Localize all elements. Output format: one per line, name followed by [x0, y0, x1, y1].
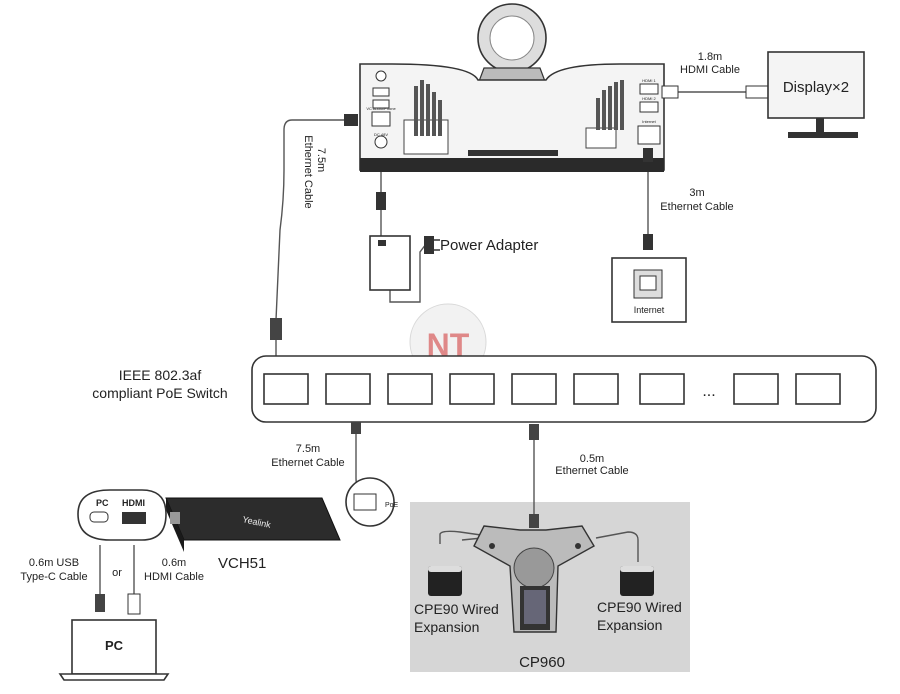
switch-port-5 [511, 373, 557, 405]
vch-pc-tag: PC [96, 498, 109, 508]
vch-hdmi-tag: HDMI [122, 498, 145, 508]
switch-port-1 [263, 373, 309, 405]
internet-connector [643, 234, 653, 250]
camera-port-label-hdmi2: HDMI 2 [642, 96, 656, 101]
cp960-right-expansion-line2: Expansion [597, 617, 662, 633]
usb-c-connector [95, 594, 105, 612]
cp960-label: CP960 [519, 654, 565, 671]
camera-hdmi-connector [661, 85, 679, 99]
vch-hdmi-cable-type: HDMI Cable [144, 571, 204, 583]
switch-port-7 [639, 373, 685, 405]
cpe90-left-expansion [428, 566, 462, 596]
poe-switch: ... [251, 355, 877, 423]
cp960-left-expansion-line1: CPE90 Wired [414, 601, 499, 617]
cp960-right-expansion-line1: CPE90 Wired [597, 599, 682, 615]
camera-left-cable-length: 7.5m [315, 148, 327, 172]
internet-cable-length: 3m [689, 187, 704, 199]
pc-laptop: PC [58, 619, 170, 681]
internet-cable-type: Ethernet Cable [660, 201, 733, 213]
switch-port-4 [449, 373, 495, 405]
switch-port-2 [325, 373, 371, 405]
switch-left-ethernet-connector [270, 318, 282, 340]
switch-port-8 [733, 373, 779, 405]
cp960-left-expansion-line2: Expansion [414, 619, 479, 635]
switch-port-9 [795, 373, 841, 405]
internet-wall-jack: Internet [611, 257, 687, 323]
switch-ellipsis: ... [702, 383, 715, 400]
hdmi-connector [127, 593, 141, 615]
camera-vents-left [414, 80, 442, 136]
usb-cable-type: Type-C Cable [20, 571, 87, 583]
switch-port-3 [387, 373, 433, 405]
hdmi-cable-length: 1.8m [698, 51, 722, 63]
vch51-hub: Yealink VCH51 [165, 497, 341, 572]
vch-hdmi-cable-length: 0.6m [162, 557, 186, 569]
pc-label: PC [105, 638, 124, 653]
cp960-cable-length: 0.5m [580, 453, 604, 465]
camera-port-label-vc: VC Audio/Phone [366, 106, 396, 111]
camera-internet-connector [643, 148, 653, 162]
switch-label-line1: IEEE 802.3af [119, 367, 202, 383]
switch-label-line2: compliant PoE Switch [92, 385, 227, 401]
switch-port-6 [573, 373, 619, 405]
cp960-ethernet-connector-top [529, 424, 539, 440]
camera-left-cable-type: Ethernet Cable [302, 135, 314, 208]
camera-port-label-hdmi1: HDMI 1 [642, 78, 656, 83]
camera-port-label-dc: DC 48V [374, 132, 388, 137]
usb-cable-length: 0.6m USB [29, 557, 79, 569]
power-adapter-label: Power Adapter [440, 237, 538, 254]
switch-ports [263, 373, 841, 405]
hdmi-cable-type: HDMI Cable [680, 64, 740, 76]
vch-pc-hdmi-callout: PC HDMI [77, 489, 167, 541]
vch-poe-tag: PoE [385, 502, 399, 509]
or-text: or [112, 567, 122, 579]
vch-cable-type: Ethernet Cable [271, 457, 344, 469]
camera-port-label-internet: Internet [642, 119, 656, 124]
vch-ethernet-connector-top [351, 422, 361, 434]
cpe90-right-expansion [620, 566, 654, 596]
internet-label: Internet [634, 305, 665, 315]
display-monitor: Display×2 [745, 51, 865, 138]
camera-switch-ethernet-cable [275, 119, 350, 358]
cp960-cable-type: Ethernet Cable [555, 465, 628, 477]
cables [99, 91, 746, 596]
vch-cable-length: 7.5m [296, 443, 320, 455]
power-plug-cable [389, 243, 427, 303]
cp960-ethernet-connector-bottom [529, 514, 539, 528]
power-adapter: Power Adapter [369, 235, 538, 291]
camera-unit: DC 48V Internet VC Audio/Phone HDMI 1 HD… [359, 3, 665, 172]
vch-poe-callout: PoE [345, 477, 399, 527]
cp960-phone [473, 525, 595, 633]
vch-label: VCH51 [218, 555, 266, 572]
display-label: Display×2 [783, 79, 849, 96]
camera-vents-right [596, 80, 624, 130]
right-expansion-cable [595, 531, 639, 562]
power-ferrite [376, 192, 386, 210]
camera-left-ethernet-connector [344, 114, 358, 126]
